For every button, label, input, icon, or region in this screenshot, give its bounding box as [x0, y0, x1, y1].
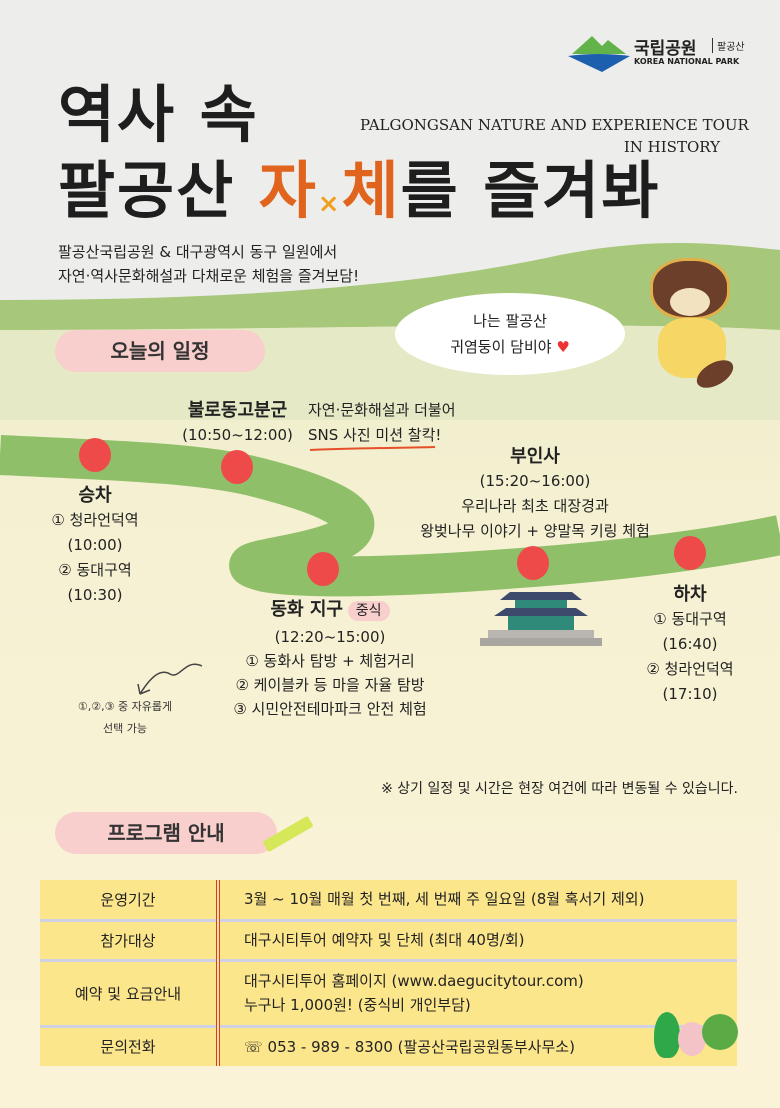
- stop-time: (15:20~16:00): [479, 472, 591, 490]
- stop-bullo: 불로동고분군 (10:50~12:00): [170, 398, 305, 448]
- choice-note: ①,②,③ 중 자유롭게 선택 가능: [60, 696, 190, 740]
- title-x: ×: [317, 189, 342, 219]
- row-value: 대구시티투어 홈페이지 (www.daegucitytour.com) 누구나 1…: [218, 960, 737, 1028]
- park-logo: 국립공원 팔공산 KOREA NATIONAL PARK: [568, 32, 748, 72]
- stop-marker: [221, 450, 253, 484]
- stop-line: (10:00): [67, 536, 123, 554]
- stop-title: 동화 지구: [270, 599, 343, 620]
- stop-alighting: 하차 ① 동대구역 (16:40) ② 청라언덕역 (17:10): [625, 582, 755, 707]
- stop-boarding: 승차 ① 청라언덕역 (10:00) ② 동대구역 (10:30): [30, 483, 160, 608]
- english-subtitle-line: IN HISTORY: [623, 138, 720, 156]
- stop-title-row: 동화 지구 중식: [200, 596, 460, 625]
- intro-line: 팔공산국립공원 & 대구광역시 동구 일원에서: [58, 243, 338, 261]
- row-label: 문의전화: [40, 1026, 220, 1066]
- stop-line: ② 청라언덕역: [646, 660, 734, 678]
- row-label: 참가대상: [40, 920, 220, 962]
- choice-note-line: ①,②,③ 중 자유롭게: [77, 700, 173, 713]
- row-label: 예약 및 요금안내: [40, 960, 220, 1028]
- stop-line: 왕벚나무 이야기 + 양말목 키링 체험: [420, 522, 650, 540]
- stop-line: ① 청라언덕역: [51, 511, 139, 529]
- stop-line: (16:40): [662, 635, 718, 653]
- lunch-badge: 중식: [347, 601, 390, 621]
- trees-illustration: [652, 1012, 742, 1072]
- choice-note-line: 선택 가능: [103, 722, 147, 735]
- phone-text: 053 - 989 - 8300 (팔공산국립공원동부사무소): [267, 1037, 575, 1056]
- stop-time: (12:20~15:00): [274, 628, 386, 646]
- schedule-notice: ※ 상기 일정 및 시간은 현장 여건에 따라 변동될 수 있습니다.: [381, 781, 738, 797]
- marten-mascot: [640, 258, 750, 398]
- stop-title: 하차: [673, 584, 707, 605]
- stop-donghwa: 동화 지구 중식 (12:20~15:00) ① 동화사 탐방 + 체험거리 ②…: [200, 596, 460, 721]
- stop-line: 자연·문화해설과 더불어: [308, 401, 456, 419]
- intro-text: 팔공산국립공원 & 대구광역시 동구 일원에서 자연·역사문화해설과 다채로운 …: [58, 240, 359, 288]
- stop-time: (10:50~12:00): [182, 426, 293, 444]
- schedule-heading: 오늘의 일정: [55, 330, 265, 372]
- speech-line: 나는 팔공산: [473, 312, 547, 330]
- table-row: 문의전화☏ 053 - 989 - 8300 (팔공산국립공원동부사무소): [40, 1026, 737, 1066]
- road: [0, 435, 780, 597]
- fee-text: 누구나 1,000원! (중식비 개인부담): [244, 996, 471, 1014]
- stop-line: ① 동대구역: [653, 610, 727, 628]
- website-text: 대구시티투어 홈페이지 (www.daegucitytour.com): [244, 972, 584, 990]
- stop-buin: 부인사 (15:20~16:00) 우리나라 최초 대장경과 왕벚나무 이야기 …: [390, 444, 680, 544]
- stop-line: ② 케이블카 등 마을 자율 탐방: [235, 676, 425, 694]
- stop-line: 우리나라 최초 대장경과: [461, 497, 609, 515]
- row-value: 3월 ~ 10월 매월 첫 번째, 세 번째 주 일요일 (8월 혹서기 제외): [218, 880, 737, 922]
- intro-line: 자연·역사문화해설과 다채로운 체험을 즐겨보담!: [58, 267, 360, 285]
- stop-marker: [517, 546, 549, 580]
- stop-line: (17:10): [662, 685, 718, 703]
- stop-line: ③ 시민안전테마파크 안전 체험: [233, 700, 427, 718]
- row-value: ☏ 053 - 989 - 8300 (팔공산국립공원동부사무소): [218, 1026, 737, 1066]
- speech-bubble: 나는 팔공산 귀염둥이 담비야 ♥: [395, 293, 625, 375]
- stop-title: 불로동고분군: [187, 400, 288, 421]
- logo-park: 팔공산: [712, 38, 745, 53]
- english-subtitle-line: PALGONGSAN NATURE AND EXPERIENCE TOUR: [360, 116, 749, 134]
- stop-line: ① 동화사 탐방 + 체험거리: [245, 652, 415, 670]
- title-line2: 팔공산 자×체를 즐겨봐: [58, 160, 660, 222]
- title-accent: 체: [341, 154, 401, 227]
- stop-line: SNS 사진 미션 찰칵!: [308, 426, 442, 444]
- curved-arrow-icon: [137, 663, 203, 695]
- stop-line: (10:30): [67, 586, 123, 604]
- stop-title: 승차: [78, 485, 112, 506]
- stop-marker: [674, 536, 706, 570]
- title-line1: 역사 속: [58, 78, 259, 151]
- stop-line: ② 동대구역: [58, 561, 132, 579]
- speech-line: 귀염둥이 담비야 ♥: [395, 334, 625, 360]
- title-part: 를 즐겨봐: [400, 154, 661, 227]
- title-accent: 자: [258, 154, 318, 227]
- heart-icon: ♥: [556, 338, 570, 356]
- stop-marker: [79, 438, 111, 472]
- phone-icon: ☏: [244, 1037, 268, 1056]
- mountain-logo-icon: [568, 36, 630, 72]
- stop-title: 부인사: [510, 446, 560, 467]
- stop-bullo-desc: 자연·문화해설과 더불어 SNS 사진 미션 찰칵!: [308, 398, 483, 448]
- row-label: 운영기간: [40, 880, 220, 922]
- english-subtitle: PALGONGSAN NATURE AND EXPERIENCE TOUR IN…: [360, 114, 749, 158]
- temple-icon: [480, 592, 602, 646]
- program-heading: 프로그램 안내: [55, 812, 277, 854]
- title-part: 팔공산: [58, 154, 236, 227]
- speech-text: 귀염둥이 담비야: [450, 338, 552, 356]
- logo-name: 국립공원: [634, 39, 697, 59]
- logo-english: KOREA NATIONAL PARK: [634, 57, 740, 66]
- row-value: 대구시티투어 예약자 및 단체 (최대 40명/회): [218, 920, 737, 962]
- stop-marker: [307, 552, 339, 586]
